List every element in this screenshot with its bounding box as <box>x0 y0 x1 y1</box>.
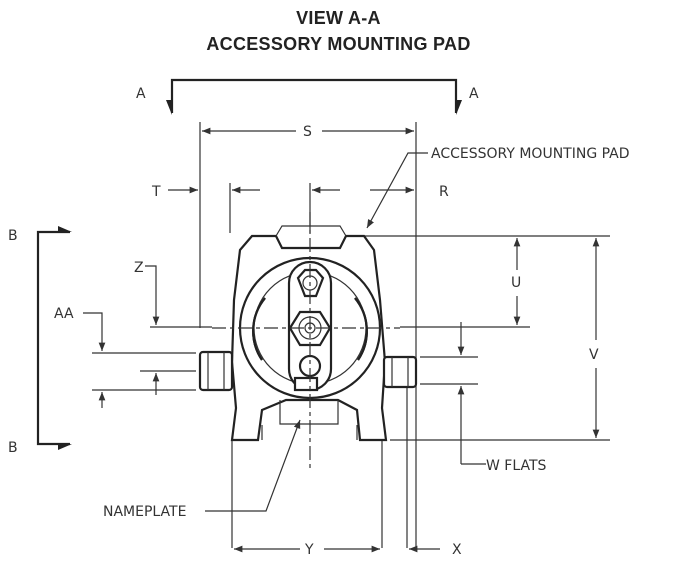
dim-s-label: S <box>303 124 312 140</box>
dimension-w <box>457 322 486 465</box>
dimension-z <box>145 265 160 325</box>
accessory-housing <box>198 212 418 470</box>
title-line-2: ACCESSORY MOUNTING PAD <box>206 34 471 54</box>
section-a-left-label: A <box>136 86 146 102</box>
section-b-bottom-label: B <box>8 440 18 456</box>
dim-w-label: W FLATS <box>486 458 547 474</box>
dim-u-label: U <box>511 275 521 291</box>
extension-lines <box>92 122 610 548</box>
nameplate-label: NAMEPLATE <box>103 504 186 520</box>
dim-aa-label: AA <box>54 306 74 322</box>
pad-label: ACCESSORY MOUNTING PAD <box>431 146 630 162</box>
dim-z-label: Z <box>134 260 144 276</box>
section-line-a <box>166 78 462 115</box>
section-b-top-label: B <box>8 228 18 244</box>
dim-r-label: R <box>439 184 449 200</box>
dim-t-label: T <box>151 184 161 200</box>
nameplate-leader <box>205 419 301 512</box>
dim-v-label: V <box>589 347 599 363</box>
dimension-aa <box>83 312 160 408</box>
dim-x-label: X <box>452 542 462 558</box>
pad-leader <box>366 152 428 229</box>
dim-y-label: Y <box>304 542 314 558</box>
title-line-1: VIEW A-A <box>296 8 381 28</box>
section-line-b <box>36 226 72 450</box>
section-a-right-label: A <box>469 86 479 102</box>
